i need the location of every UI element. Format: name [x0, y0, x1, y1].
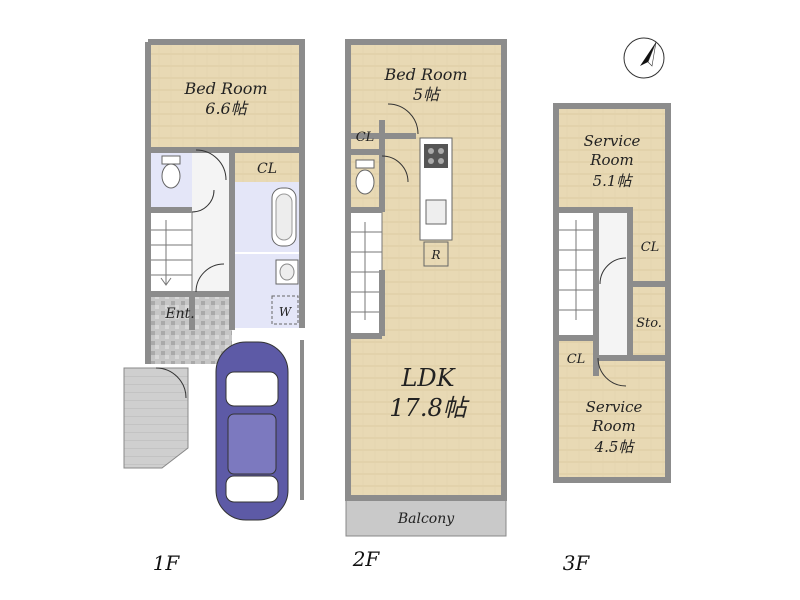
door-swings-3f [597, 257, 627, 387]
room-closet-1f [232, 152, 302, 182]
closet-2-3f-label: CL [567, 352, 586, 367]
closet-1-3f-label: CL [641, 240, 660, 255]
floor-label-2f: 2F [352, 547, 381, 571]
stairs-icon [348, 222, 382, 320]
toilet-icon [161, 155, 181, 189]
north-arrow-icon [623, 37, 665, 79]
stairs-icon [148, 220, 192, 286]
hall-3f [596, 210, 630, 358]
hall-1f [192, 152, 232, 292]
entrance-1f-label: Ent. [164, 306, 194, 322]
closet-2f-label: CL [356, 130, 375, 145]
service-1-name2: Room [589, 151, 634, 169]
service-1-name: Service [584, 132, 641, 150]
kitchen-sink-icon [425, 199, 447, 225]
balcony-2f-label: Balcony [397, 511, 455, 527]
service-2-name2: Room [591, 417, 636, 435]
walls-2f [345, 39, 507, 501]
floor-1f: Bed Room 6.6帖 CL Ent. W [123, 39, 305, 521]
closet-1f-label: CL [257, 161, 277, 177]
balcony-2f [345, 499, 507, 537]
storage-3f-label: Sto. [636, 316, 662, 331]
floor-3f: Service Room 5.1帖 CL Sto. CL Service Roo… [553, 103, 671, 483]
service-1-size: 5.1帖 [593, 172, 634, 190]
service-2-size: 4.5帖 [594, 438, 636, 456]
room-service-1-3f [556, 106, 668, 210]
floor-2f: Bed Room 5帖 CL R LDK 17.8帖 Balcony [345, 39, 507, 537]
service-2-name: Service [586, 398, 643, 416]
bedroom-2f-name: Bed Room [383, 65, 467, 84]
room-service-2-3f [556, 360, 668, 480]
toilet-icon [355, 159, 375, 195]
car-icon [215, 341, 289, 521]
door-swings-2f [381, 103, 419, 183]
bathtub-icon [271, 187, 297, 247]
floor-label-3f: 3F [563, 551, 591, 575]
stairs-icon [556, 220, 596, 320]
room-storage-3f [630, 286, 668, 358]
room-closet-1-3f [630, 210, 668, 284]
washbasin-icon [275, 259, 299, 285]
floor-label-1f: 1F [153, 551, 181, 575]
ldk-2f-size: 17.8帖 [389, 394, 469, 422]
walls-3f [553, 103, 671, 483]
bedroom-1f-size: 6.6帖 [205, 99, 248, 118]
stove-icon [424, 144, 448, 168]
fridge-spot [423, 241, 449, 267]
bedroom-1f-name: Bed Room [183, 79, 267, 98]
bedroom-2f-size: 5帖 [413, 85, 441, 104]
washer-1f-label: W [279, 305, 293, 319]
walls-1f [145, 39, 305, 364]
entry-steps-1f [123, 367, 189, 469]
fridge-2f-label: R [430, 248, 440, 262]
door-swings-1f [155, 149, 227, 399]
ldk-2f-name: LDK [400, 364, 456, 392]
room-bedroom-1f [148, 42, 302, 150]
washer-spot [271, 295, 299, 325]
